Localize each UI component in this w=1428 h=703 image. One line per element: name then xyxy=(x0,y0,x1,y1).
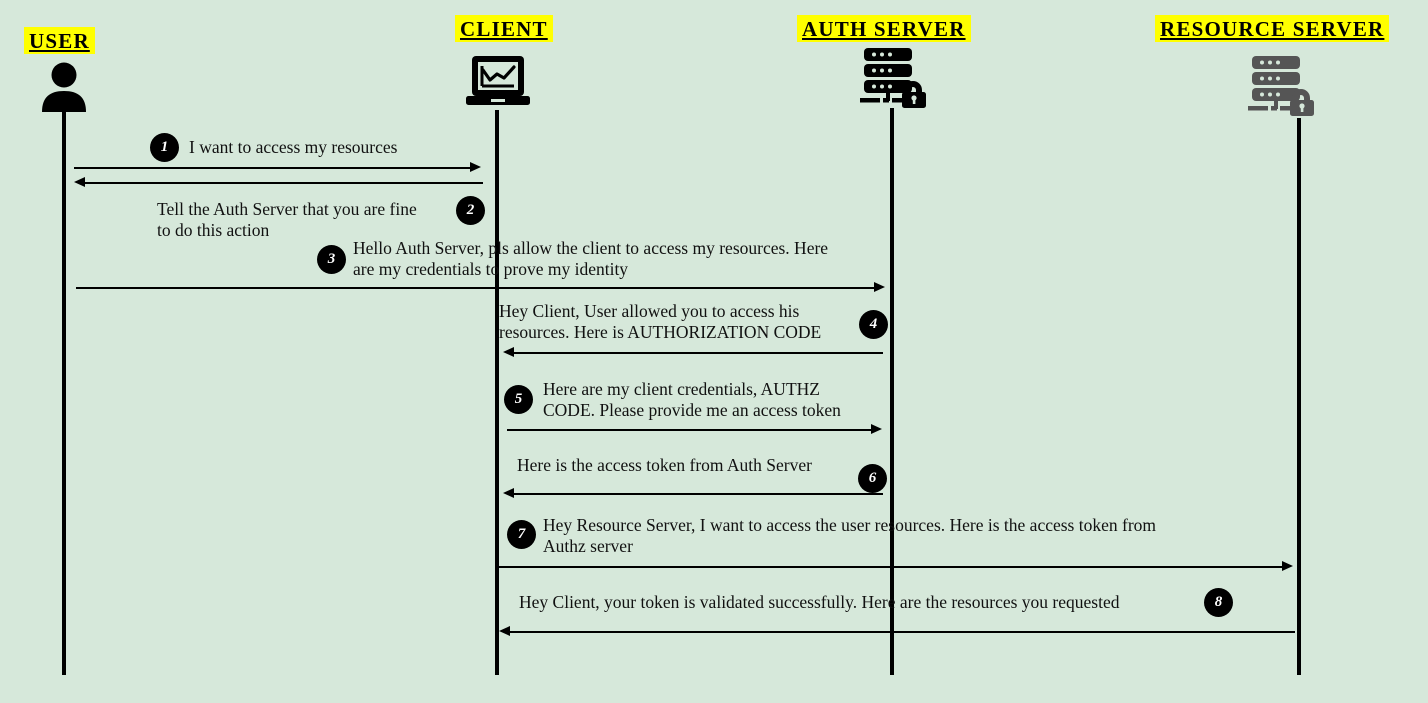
actor-title-resource-server: RESOURCE SERVER xyxy=(1155,15,1390,43)
message-text-6: Here is the access token from Auth Serve… xyxy=(517,455,812,475)
actor-title-client: CLIENT xyxy=(455,15,553,43)
message-text-5: Here are my client credentials, AUTHZ CO… xyxy=(543,379,841,420)
message-arrow-2 xyxy=(84,182,483,184)
message-badge-5: 5 xyxy=(504,385,533,414)
message-badge-8: 8 xyxy=(1204,588,1233,617)
message-text-2: Tell the Auth Server that you are fine t… xyxy=(157,199,417,240)
message-arrowhead-2 xyxy=(74,177,85,187)
message-badge-1: 1 xyxy=(150,133,179,162)
message-text-4: Hey Client, User allowed you to access h… xyxy=(499,301,822,342)
lifeline-auth-server xyxy=(890,108,894,675)
message-text-3: Hello Auth Server, pls allow the client … xyxy=(353,238,829,279)
message-arrow-3 xyxy=(76,287,877,289)
message-arrow-6 xyxy=(513,493,883,495)
message-arrow-7 xyxy=(495,566,1285,568)
message-arrowhead-5 xyxy=(871,424,882,434)
message-arrow-5 xyxy=(507,429,874,431)
server-lock-gray-icon xyxy=(1246,56,1318,121)
server-lock-icon xyxy=(858,48,930,113)
message-arrowhead-1 xyxy=(470,162,481,172)
message-badge-6: 6 xyxy=(858,464,887,493)
message-text-1: I want to access my resources xyxy=(189,137,398,157)
message-arrowhead-3 xyxy=(874,282,885,292)
message-badge-3: 3 xyxy=(317,245,346,274)
person-icon xyxy=(38,62,90,117)
message-arrow-1 xyxy=(74,167,473,169)
message-arrow-8 xyxy=(509,631,1295,633)
message-text-8: Hey Client, your token is validated succ… xyxy=(519,592,1120,612)
actor-title-user: USER xyxy=(24,27,95,55)
message-arrowhead-6 xyxy=(503,488,514,498)
message-badge-2: 2 xyxy=(456,196,485,225)
lifeline-client xyxy=(495,110,499,675)
lifeline-resource-server xyxy=(1297,118,1301,675)
message-arrowhead-8 xyxy=(499,626,510,636)
message-badge-4: 4 xyxy=(859,310,888,339)
laptop-chart-icon xyxy=(464,54,532,115)
message-arrowhead-4 xyxy=(503,347,514,357)
message-badge-7: 7 xyxy=(507,520,536,549)
message-arrow-4 xyxy=(513,352,883,354)
message-arrowhead-7 xyxy=(1282,561,1293,571)
message-text-7: Hey Resource Server, I want to access th… xyxy=(543,515,1157,556)
lifeline-user xyxy=(62,112,66,675)
actor-title-auth-server: AUTH SERVER xyxy=(797,15,971,43)
